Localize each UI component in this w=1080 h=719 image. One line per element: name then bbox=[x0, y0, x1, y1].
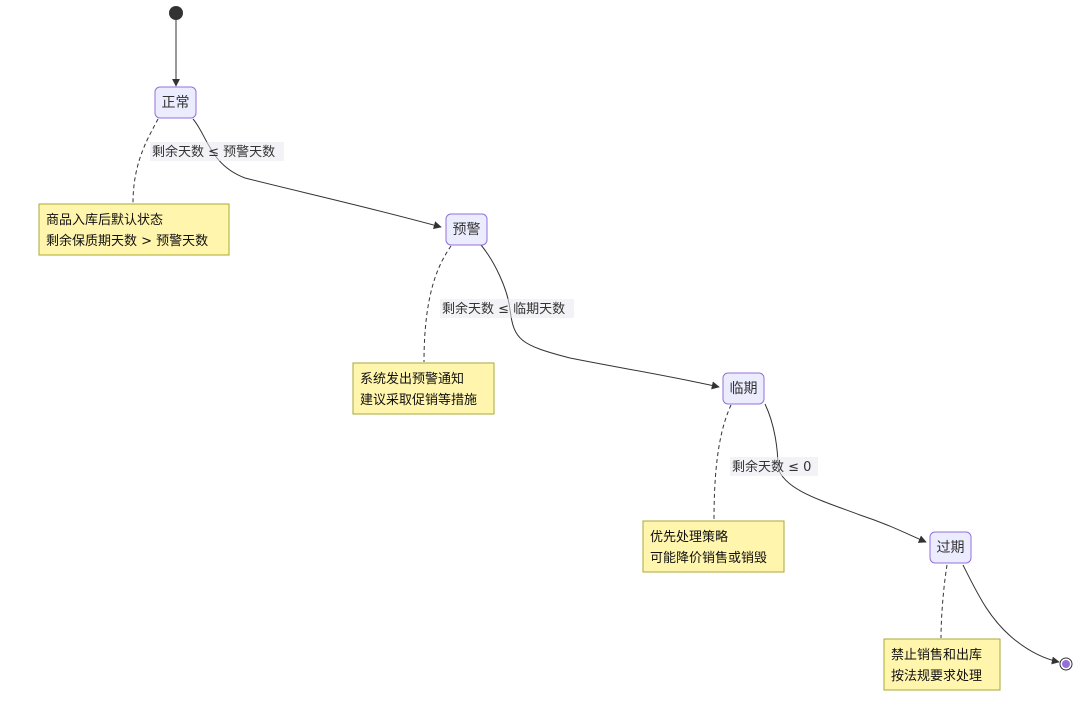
note-warning: 系统发出预警通知 建议采取促销等措施 bbox=[352, 362, 495, 415]
note-near-expiry-line-2: 可能降价销售或销毁 bbox=[650, 550, 767, 566]
transition-label-1: 剩余天数 ≤ 预警天数 bbox=[150, 142, 284, 161]
edge-warning-near-expiry bbox=[480, 244, 720, 390]
transition-label-3: 剩余天数 ≤ 0 bbox=[730, 457, 818, 476]
edge-near-expiry-expired bbox=[764, 403, 927, 543]
edge-normal-warning bbox=[192, 118, 442, 229]
note-link-expired bbox=[940, 564, 948, 639]
note-expired-line-2: 按法规要求处理 bbox=[891, 669, 982, 684]
state-expired[interactable]: 过期 bbox=[929, 531, 972, 564]
start-node bbox=[169, 6, 183, 20]
transition-label-2: 剩余天数 ≤ 临期天数 bbox=[440, 299, 574, 318]
note-normal-line-1: 商品入库后默认状态 bbox=[46, 212, 163, 228]
state-expired-label: 过期 bbox=[937, 540, 965, 556]
note-near-expiry-line-1: 优先处理策略 bbox=[650, 529, 728, 545]
note-link-normal bbox=[132, 118, 159, 204]
note-near-expiry: 优先处理策略 可能降价销售或销毁 bbox=[642, 520, 785, 573]
state-warning[interactable]: 预警 bbox=[445, 213, 488, 246]
transition-label-2-text: 剩余天数 ≤ 临期天数 bbox=[442, 301, 565, 317]
transition-label-1-text: 剩余天数 ≤ 预警天数 bbox=[152, 144, 275, 160]
note-expired: 禁止销售和出库 按法规要求处理 bbox=[883, 638, 1001, 691]
note-link-near-expiry bbox=[713, 404, 732, 521]
state-warning-label: 预警 bbox=[453, 222, 481, 238]
note-warning-line-1: 系统发出预警通知 bbox=[360, 371, 464, 387]
note-normal-line-2: 剩余保质期天数 > 预警天数 bbox=[46, 233, 208, 249]
state-near-expiry[interactable]: 临期 bbox=[722, 372, 765, 405]
note-link-warning bbox=[423, 245, 452, 363]
note-normal: 商品入库后默认状态 剩余保质期天数 > 预警天数 bbox=[38, 203, 230, 256]
note-warning-line-2: 建议采取促销等措施 bbox=[360, 392, 477, 408]
state-normal-label: 正常 bbox=[162, 95, 190, 111]
note-expired-line-1: 禁止销售和出库 bbox=[891, 647, 982, 663]
state-near-expiry-label: 临期 bbox=[730, 381, 758, 397]
end-node-inner bbox=[1062, 660, 1070, 668]
edge-expired-end bbox=[962, 564, 1060, 665]
transition-label-3-text: 剩余天数 ≤ 0 bbox=[732, 459, 811, 475]
state-normal[interactable]: 正常 bbox=[154, 86, 197, 119]
